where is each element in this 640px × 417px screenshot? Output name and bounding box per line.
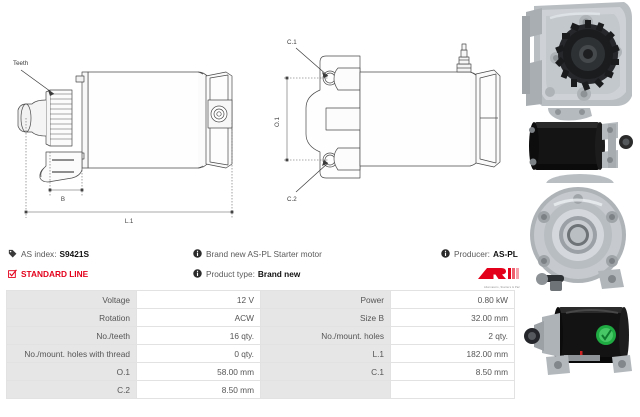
technical-drawings-area: Teeth B xyxy=(0,0,520,245)
main-content-column: Teeth B xyxy=(0,0,527,399)
as-index-value: S9421S xyxy=(59,249,90,259)
producer-value: AS-PL xyxy=(492,249,518,259)
as-index-label: AS index: xyxy=(21,249,57,259)
info-circle-icon xyxy=(441,249,450,261)
specifications-table: Voltage 12 V Power 0.80 kW Rotation ACW … xyxy=(6,290,515,399)
spec-value: ACW xyxy=(136,308,261,327)
spec-key: C.2 xyxy=(6,380,137,399)
brand-new-description-line: Brand new AS-PL Starter motor xyxy=(193,249,322,261)
brand-new-text: Brand new AS-PL Starter motor xyxy=(206,249,322,259)
product-type-label: Product type: xyxy=(206,269,255,279)
spec-value: 58.00 mm xyxy=(136,362,261,381)
standard-line-badge: STANDARD LINE xyxy=(8,269,88,281)
table-row: O.1 58.00 mm C.1 8.50 mm xyxy=(6,362,515,381)
photo-mounting-flange-front[interactable] xyxy=(520,183,640,295)
starter-motor-front-view: C.1 C.2 O.1 xyxy=(260,0,520,245)
table-row: Rotation ACW Size B 32.00 mm xyxy=(6,308,515,327)
product-type-value: Brand new xyxy=(257,269,301,279)
table-row: No./teeth 16 qty. No./mount. holes 2 qty… xyxy=(6,326,515,345)
dimension-o1-label: O.1 xyxy=(274,116,281,127)
dimension-b-label: B xyxy=(61,196,65,203)
photo-motor-body-side[interactable] xyxy=(520,108,640,183)
spec-key: Size B xyxy=(260,308,391,327)
table-row: Voltage 12 V Power 0.80 kW xyxy=(6,290,515,309)
spec-value: 0.80 kW xyxy=(390,290,515,309)
dimension-c1-label: C.1 xyxy=(287,39,297,46)
photo-complete-starter-motor[interactable] xyxy=(520,295,640,417)
teeth-label: Teeth xyxy=(13,60,29,67)
table-row: No./mount. holes with thread 0 qty. L.1 … xyxy=(6,344,515,363)
checkbox-checked-icon xyxy=(8,269,17,281)
product-type-line: Product type: Brand new xyxy=(193,269,300,281)
table-row: C.2 8.50 mm xyxy=(6,380,515,399)
spec-key: No./mount. holes xyxy=(260,326,391,345)
dimension-c2-label: C.2 xyxy=(287,196,297,203)
spec-key: C.1 xyxy=(260,362,391,381)
starter-motor-side-view: Teeth B xyxy=(0,0,260,245)
spec-key: Voltage xyxy=(6,290,137,309)
spec-key: Power xyxy=(260,290,391,309)
spec-value: 2 qty. xyxy=(390,326,515,345)
spec-value: 16 qty. xyxy=(136,326,261,345)
spec-value-empty xyxy=(390,380,515,399)
spec-key: O.1 xyxy=(6,362,137,381)
tag-icon xyxy=(8,249,17,261)
info-circle-icon xyxy=(193,269,202,281)
dimension-l1-label: L.1 xyxy=(125,218,134,225)
specifications-table-wrap: Voltage 12 V Power 0.80 kW Rotation ACW … xyxy=(0,290,520,399)
spec-key: No./mount. holes with thread xyxy=(6,344,137,363)
spec-key-empty xyxy=(260,380,391,399)
info-circle-icon xyxy=(193,249,202,261)
spec-value: 182.00 mm xyxy=(390,344,515,363)
spec-value: 8.50 mm xyxy=(136,380,261,399)
product-photo-column xyxy=(520,0,640,417)
spec-value: 32.00 mm xyxy=(390,308,515,327)
as-index-line: AS index: S9421S xyxy=(8,249,89,261)
spec-value: 0 qty. xyxy=(136,344,261,363)
spec-key: No./teeth xyxy=(6,326,137,345)
spec-key: Rotation xyxy=(6,308,137,327)
aspl-logo-tagline: Alternators, Starters & Parts xyxy=(483,286,523,289)
standard-line-label: STANDARD LINE xyxy=(21,269,89,279)
photo-drive-end-gear[interactable] xyxy=(520,0,640,108)
spec-value: 8.50 mm xyxy=(390,362,515,381)
spec-key: L.1 xyxy=(260,344,391,363)
producer-label: Producer: xyxy=(454,249,490,259)
producer-line: Producer: AS-PL xyxy=(441,249,518,261)
spec-value: 12 V xyxy=(136,290,261,309)
product-info-strip: AS index: S9421S STANDARD LINE Brand new… xyxy=(0,245,527,290)
